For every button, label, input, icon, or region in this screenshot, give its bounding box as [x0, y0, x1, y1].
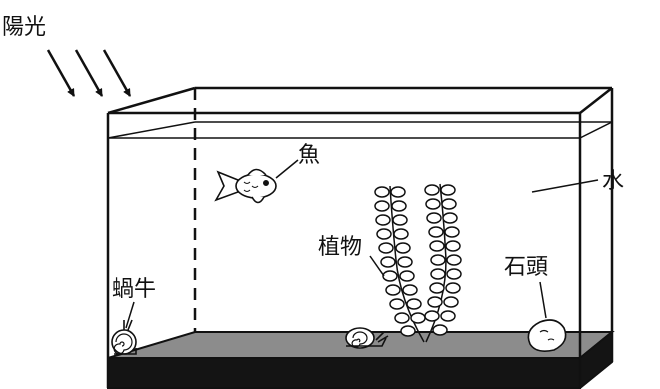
water-surface-right — [579, 121, 613, 139]
snail-icon — [111, 319, 137, 355]
fish-icon — [214, 168, 277, 204]
snail-floor-icon — [345, 327, 389, 349]
plant-pointer — [369, 255, 385, 277]
label-sunlight: 陽光 — [2, 15, 46, 40]
fish-pointer — [275, 159, 299, 179]
tank-top-right-edge — [579, 87, 613, 114]
label-plant: 植物 — [318, 235, 362, 260]
tank-top-left-edge — [107, 86, 196, 115]
tank — [106, 86, 615, 389]
sun-ray-arrows-icon — [46, 49, 132, 97]
label-water: 水 — [602, 169, 624, 194]
snail-pointer — [125, 301, 135, 329]
label-stone: 石頭 — [504, 255, 548, 280]
label-fish: 魚 — [298, 143, 320, 168]
water-pointer — [531, 179, 599, 193]
stone-icon — [527, 319, 567, 352]
label-snail: 蝸牛 — [112, 277, 156, 302]
stone-pointer — [539, 281, 547, 319]
tank-base — [107, 357, 581, 389]
plant-left-icon — [374, 185, 426, 343]
plant-right-icon — [424, 183, 462, 343]
water-surface-left — [107, 121, 196, 139]
